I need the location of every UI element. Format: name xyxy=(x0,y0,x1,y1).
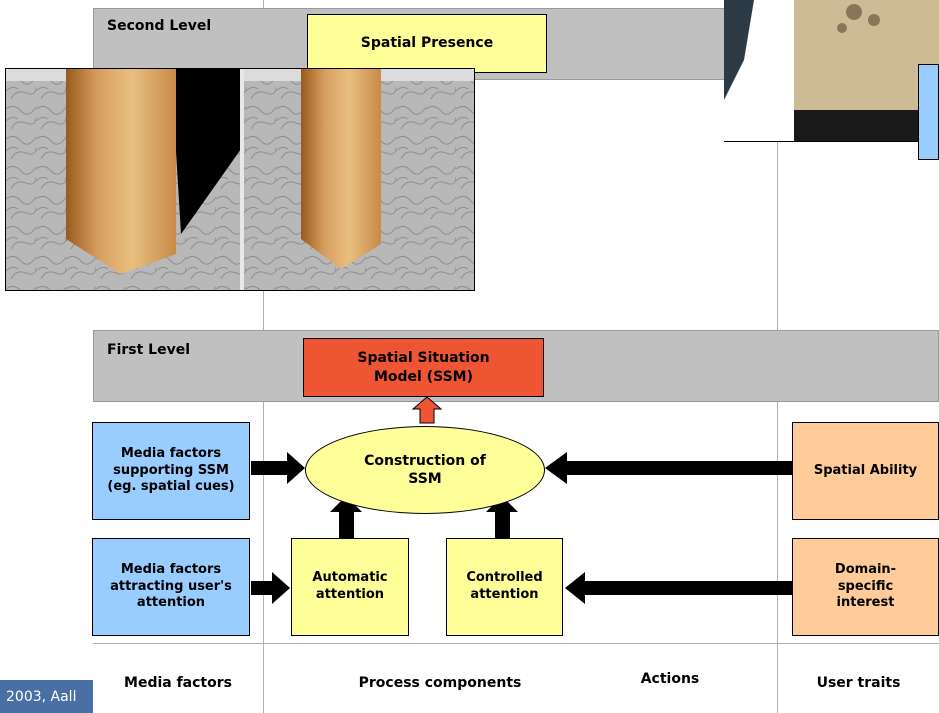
first-level-label: First Level xyxy=(107,342,191,358)
spatial-ability-box: Spatial Ability xyxy=(792,422,939,520)
arrow-supporting-to-construction xyxy=(251,452,305,484)
footer-media-factors: Media factors xyxy=(124,675,232,691)
stereo-wood-post-image xyxy=(5,68,475,291)
arrow-attracting-to-automatic xyxy=(251,572,290,604)
footer-actions: Actions xyxy=(640,671,700,687)
automatic-attention-box: Automatic attention xyxy=(291,538,409,636)
controlled-attention-box: Controlled attention xyxy=(446,538,563,636)
media-factors-attracting-box: Media factors attracting user's attentio… xyxy=(92,538,250,636)
footer-user-traits: User traits xyxy=(816,675,901,691)
book-photo-fragment xyxy=(724,0,939,142)
footer-divider-left xyxy=(263,643,264,713)
ssm-box: Spatial Situation Model (SSM) xyxy=(303,338,544,397)
clipped-blue-box xyxy=(918,64,939,160)
media-factors-supporting-box: Media factors supporting SSM (eg. spatia… xyxy=(92,422,250,520)
construction-ellipse xyxy=(305,426,545,514)
arrow-interest-to-controlled xyxy=(565,572,792,604)
copyright-text: 2003, Aall xyxy=(6,688,77,705)
footer-row xyxy=(93,643,939,713)
copyright-fragment: 2003, Aall xyxy=(0,680,93,713)
domain-interest-box: Domain-specific interest xyxy=(792,538,939,636)
construction-label: Construction of SSM xyxy=(364,452,486,487)
footer-divider-right xyxy=(777,643,778,713)
arrow-ability-to-construction xyxy=(545,452,792,484)
spatial-presence-box: Spatial Presence xyxy=(307,14,547,73)
second-level-label: Second Level xyxy=(107,18,212,34)
footer-process-components: Process components xyxy=(358,675,522,691)
